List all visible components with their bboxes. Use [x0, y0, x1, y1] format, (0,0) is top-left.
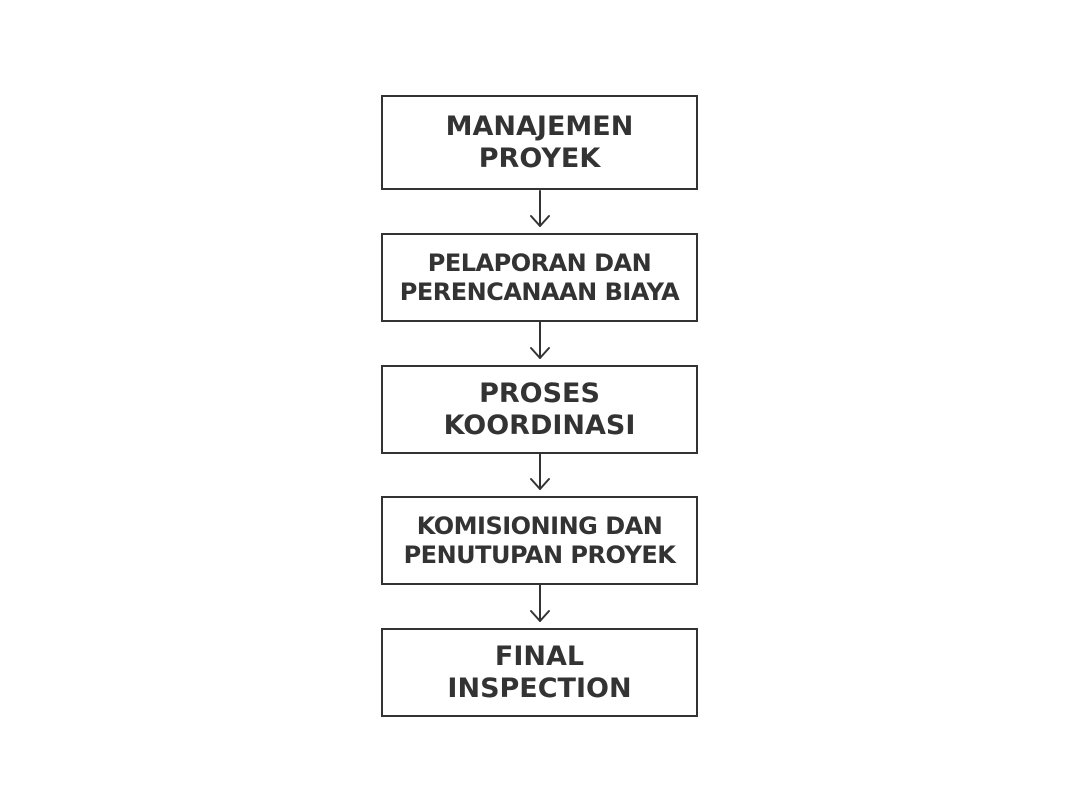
step-box-pelaporan-perencanaan-biaya: PELAPORAN DAN PERENCANAAN BIAYA	[381, 233, 698, 322]
step-label-line: PELAPORAN DAN	[427, 249, 652, 278]
arrow-down-icon	[530, 190, 550, 227]
step-label-line: PROSES	[479, 377, 600, 409]
step-label-line: PERENCANAAN BIAYA	[399, 277, 680, 306]
step-label-line: FINAL	[494, 640, 585, 672]
arrow-down-icon	[530, 453, 550, 490]
step-box-manajemen-proyek: MANAJEMEN PROYEK	[381, 95, 698, 190]
step-label-line: KOMISIONING DAN	[416, 512, 663, 541]
step-label-line: MANAJEMEN	[445, 110, 634, 142]
step-label-line: PENUTUPAN PROYEK	[403, 540, 676, 569]
step-label-line: PROYEK	[478, 142, 601, 174]
step-label-line: INSPECTION	[447, 672, 632, 704]
step-box-proses-koordinasi: PROSES KOORDINASI	[381, 365, 698, 454]
step-box-final-inspection: FINAL INSPECTION	[381, 628, 698, 717]
step-box-komisioning-penutupan-proyek: KOMISIONING DAN PENUTUPAN PROYEK	[381, 496, 698, 585]
arrow-down-icon	[530, 584, 550, 622]
step-label-line: KOORDINASI	[443, 409, 636, 441]
arrow-down-icon	[530, 321, 550, 359]
